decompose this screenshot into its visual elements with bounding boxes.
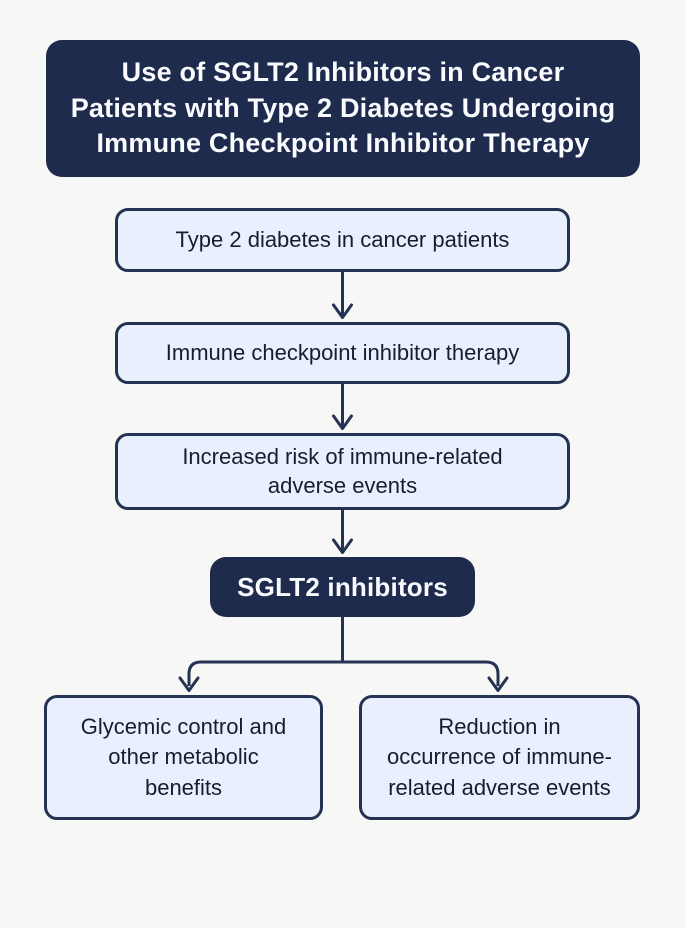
node-type2-diabetes: Type 2 diabetes in cancer patients xyxy=(115,208,570,272)
node-increased-risk: Increased risk of immune-related adverse… xyxy=(115,433,570,510)
node-label: Type 2 diabetes in cancer patients xyxy=(175,226,510,252)
node-label: SGLT2 inhibitors xyxy=(237,571,448,602)
arrow-head-icon xyxy=(332,303,353,319)
arrow-head-icon xyxy=(487,676,509,692)
title-banner: Use of SGLT2 Inhibitors in Cancer Patien… xyxy=(46,40,640,177)
branch-line-right xyxy=(342,660,500,686)
arrow-head-icon xyxy=(332,414,353,430)
arrow-head-icon xyxy=(332,538,353,554)
node-label: Increased risk of immune-related adverse… xyxy=(182,443,503,498)
node-ici-therapy: Immune checkpoint inhibitor therapy xyxy=(115,322,570,384)
node-label: Reduction in occurrence of immune-relate… xyxy=(387,713,612,800)
node-glycemic-control: Glycemic control and other metabolic ben… xyxy=(44,695,323,820)
arrow-head-icon xyxy=(178,676,200,692)
node-irae-reduction: Reduction in occurrence of immune-relate… xyxy=(359,695,640,820)
branch-line-left xyxy=(187,660,343,686)
node-sglt2-inhibitors: SGLT2 inhibitors xyxy=(210,557,475,617)
title-text: Use of SGLT2 Inhibitors in Cancer Patien… xyxy=(70,56,616,159)
node-label: Glycemic control and other metabolic ben… xyxy=(80,713,287,800)
node-label: Immune checkpoint inhibitor therapy xyxy=(165,339,520,365)
